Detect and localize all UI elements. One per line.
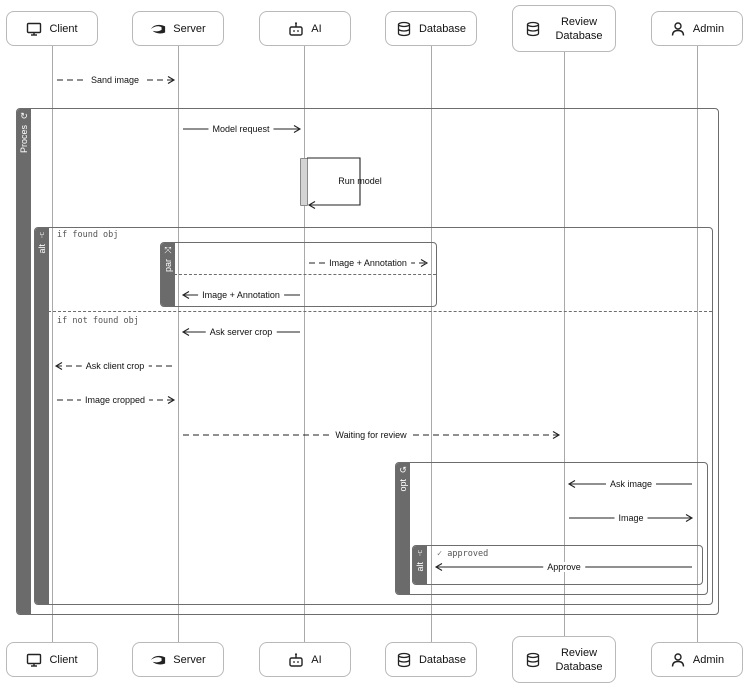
branch-icon: ⑂ (39, 230, 45, 240)
participant-ai-bottom[interactable]: AI (259, 642, 351, 677)
par-frame: ⤧ par (160, 242, 437, 307)
participant-server-bottom[interactable]: Server (132, 642, 224, 677)
message-label-model-request: Model request (208, 124, 274, 134)
message-label-image-annotation-db: Image + Annotation (325, 258, 411, 268)
message-label-ask-image: Ask image (605, 479, 657, 489)
message-label-image: Image (614, 513, 648, 523)
nvidia-icon (150, 21, 166, 37)
participant-admin-top[interactable]: Admin (651, 11, 743, 46)
participant-label: AI (311, 22, 322, 35)
lifeline-server (178, 46, 179, 642)
message-label-image-annotation-server: Image + Annotation (198, 290, 284, 300)
user-icon (670, 21, 686, 37)
message-label-approve: Approve (543, 562, 585, 572)
process-frame: ↻ Proces (16, 108, 719, 615)
optional-icon: ↺ (399, 465, 407, 475)
monitor-icon (26, 21, 42, 37)
participant-label: AI (311, 653, 322, 666)
participant-database-bottom[interactable]: Database (385, 642, 477, 677)
message-label-waiting-for-review: Waiting for review (331, 430, 411, 440)
message-label-ask-client-crop: Ask client crop (81, 361, 149, 371)
message-label-sand-image: Sand image (86, 75, 144, 85)
alt-frame-outer: ⑂ alt (34, 227, 713, 605)
process-frame-tag: ↻ Proces (17, 109, 31, 614)
alt-condition-approved-text: approved (447, 549, 489, 559)
lifeline-ai (304, 46, 305, 642)
nvidia-icon (150, 652, 166, 668)
alt-frame-outer-tag: ⑂ alt (35, 228, 49, 604)
message-arrow (57, 396, 176, 404)
message-arrow (307, 157, 361, 209)
participant-label: Database (418, 22, 467, 35)
alt-frame-inner: ⑂ alt (412, 545, 703, 585)
participant-server-top[interactable]: Server (132, 11, 224, 46)
participant-label: Database (418, 653, 467, 666)
par-frame-tag: ⤧ par (161, 243, 175, 306)
user-icon (670, 652, 686, 668)
participant-label: Client (49, 653, 78, 666)
database-icon (396, 21, 412, 37)
participant-label: Client (49, 22, 78, 35)
alt-condition-found: if found obj (57, 230, 119, 240)
participant-label: Server (173, 653, 206, 666)
lifeline-review-database (564, 52, 565, 636)
lifeline-client (52, 46, 53, 642)
message-arrow (309, 259, 429, 267)
lifeline-admin (697, 46, 698, 642)
message-arrow (183, 431, 561, 439)
alt-frame-inner-tag: ⑂ alt (413, 546, 427, 584)
participant-admin-bottom[interactable]: Admin (651, 642, 743, 677)
participant-database-top[interactable]: Database (385, 11, 477, 46)
participant-ai-top[interactable]: AI (259, 11, 351, 46)
participant-client-bottom[interactable]: Client (6, 642, 98, 677)
participant-client-top[interactable]: Client (6, 11, 98, 46)
alt-condition-approved: ✓ approved (437, 549, 488, 559)
message-label-image-cropped: Image cropped (80, 395, 150, 405)
message-arrow (54, 362, 172, 370)
database-icon (396, 652, 412, 668)
lifeline-database (431, 46, 432, 642)
participant-label: Admin (692, 653, 725, 666)
monitor-icon (26, 652, 42, 668)
activation-bar-ai (300, 158, 308, 206)
branch-icon: ⑂ (417, 548, 423, 558)
message-label-ask-server-crop: Ask server crop (205, 327, 277, 337)
message-arrow (57, 76, 176, 84)
opt-frame-tag: ↺ opt (396, 463, 410, 594)
database-icon (525, 652, 541, 668)
opt-frame: ↺ opt (395, 462, 708, 595)
message-label-run-model: Run model (338, 176, 382, 186)
robot-icon (288, 21, 304, 37)
check-icon: ✓ (437, 549, 443, 559)
loop-icon: ↻ (20, 111, 28, 121)
parallel-icon: ⤧ (164, 245, 172, 255)
par-divider (174, 274, 436, 275)
alt-condition-not-found: if not found obj (57, 316, 139, 326)
database-icon (525, 21, 541, 37)
robot-icon (288, 652, 304, 668)
participant-label: Server (173, 22, 206, 35)
participant-label: Admin (692, 22, 725, 35)
alt-divider (48, 311, 712, 312)
